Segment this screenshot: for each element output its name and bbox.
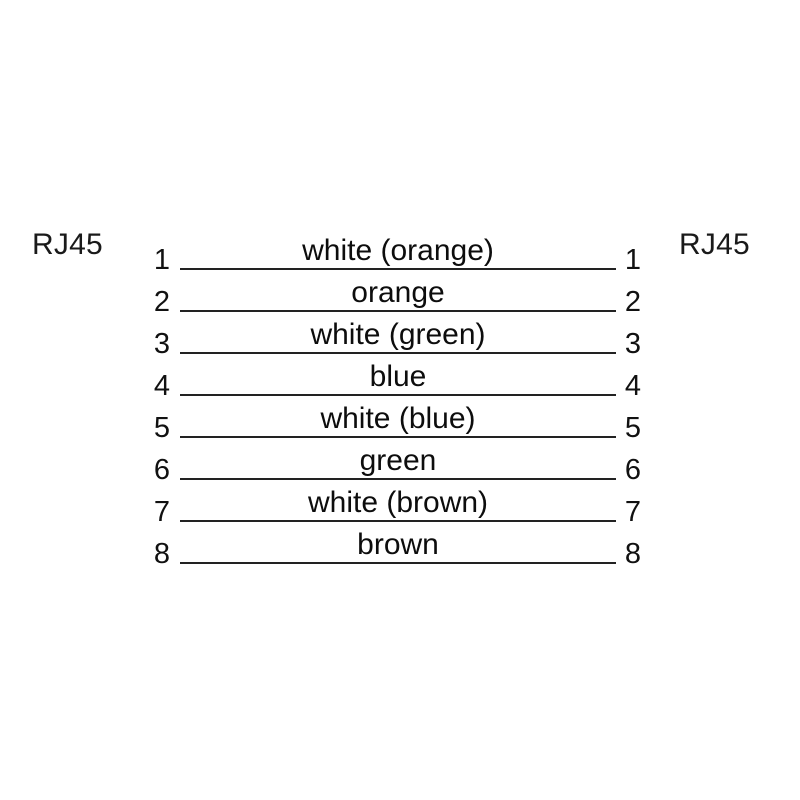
left-pin-number: 5 (153, 412, 171, 444)
wire-color-label: white (blue) (320, 402, 476, 435)
right-pin-number: 2 (624, 286, 642, 318)
right-connector-label: RJ45 (679, 228, 750, 261)
right-pin-number: 5 (624, 412, 642, 444)
right-pin-number: 1 (624, 244, 642, 276)
left-pin-number: 7 (153, 496, 171, 528)
wire-color-label: white (green) (310, 318, 486, 351)
right-pin-number: 7 (624, 496, 642, 528)
wire-color-label: orange (351, 276, 445, 309)
left-pin-number: 1 (153, 244, 171, 276)
right-pin-number: 6 (624, 454, 642, 486)
right-pin-number: 3 (624, 328, 642, 360)
left-pin-number: 2 (153, 286, 171, 318)
wire-connection-line (180, 310, 616, 312)
left-pin-number: 8 (153, 538, 171, 570)
left-pin-number: 6 (153, 454, 171, 486)
wire-connection-line (180, 352, 616, 354)
wire-color-label: brown (357, 528, 439, 561)
wire-color-label: white (orange) (302, 234, 494, 267)
right-pin-number: 8 (624, 538, 642, 570)
wire-connection-line (180, 520, 616, 522)
left-pin-number: 4 (153, 370, 171, 402)
wire-color-label: white (brown) (307, 486, 489, 519)
wire-color-label: green (359, 444, 437, 477)
wire-connection-line (180, 394, 616, 396)
left-pin-number: 3 (153, 328, 171, 360)
wire-connection-line (180, 436, 616, 438)
wire-connection-line (180, 268, 616, 270)
right-pin-number: 4 (624, 370, 642, 402)
wire-connection-line (180, 562, 616, 564)
wire-connection-line (180, 478, 616, 480)
wire-color-label: blue (369, 360, 427, 393)
left-connector-label: RJ45 (32, 228, 103, 261)
